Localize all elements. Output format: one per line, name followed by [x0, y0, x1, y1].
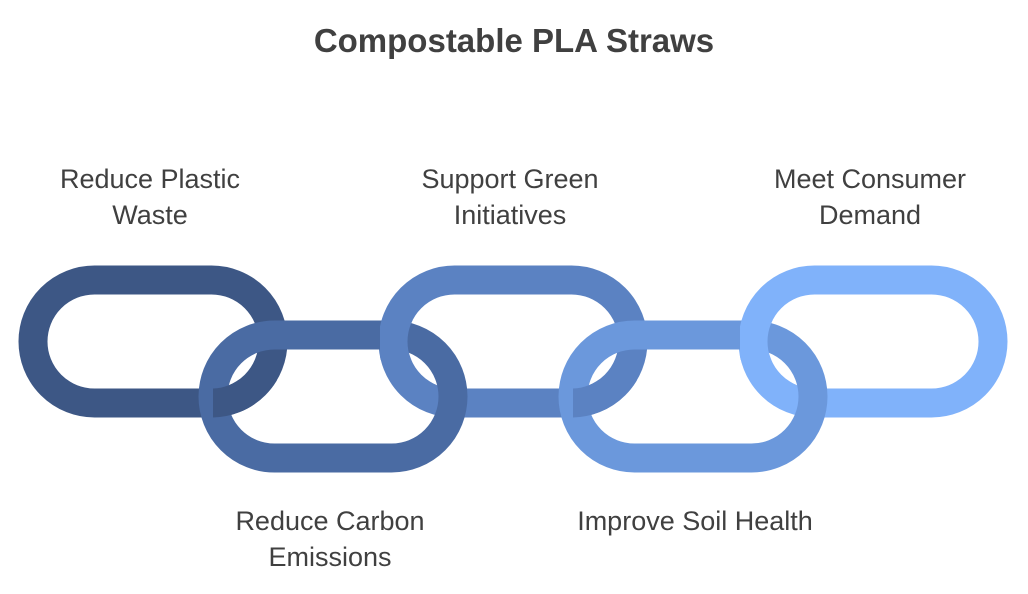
- link-4-label: Improve Soil Health: [540, 503, 850, 539]
- chain-link-3-overlap: [380, 320, 413, 360]
- link-3-label-line-1: Support Green: [421, 164, 599, 194]
- link-5-label-line-1: Meet Consumer: [773, 164, 967, 194]
- link-2-label: Reduce Carbon Emissions: [210, 503, 450, 575]
- diagram-title: Compostable PLA Straws: [313, 22, 715, 59]
- link-3-label-line-2: Initiatives: [453, 200, 567, 230]
- link-1-label: Reduce Plastic Waste: [30, 161, 270, 233]
- link-2-label-line-1: Reduce Carbon: [235, 506, 425, 536]
- chain-link-5-overlap: [740, 320, 773, 360]
- link-1-label-line-2: Waste: [112, 200, 188, 230]
- link-5-label: Meet Consumer Demand: [750, 161, 990, 233]
- link-5-label-line-2: Demand: [818, 200, 922, 230]
- link-2-label-line-2: Emissions: [268, 542, 392, 572]
- link-1-label-line-1: Reduce Plastic: [59, 164, 241, 194]
- link-3-label: Support Green Initiatives: [390, 161, 630, 233]
- link-4-label-line-1: Improve Soil Health: [577, 506, 813, 536]
